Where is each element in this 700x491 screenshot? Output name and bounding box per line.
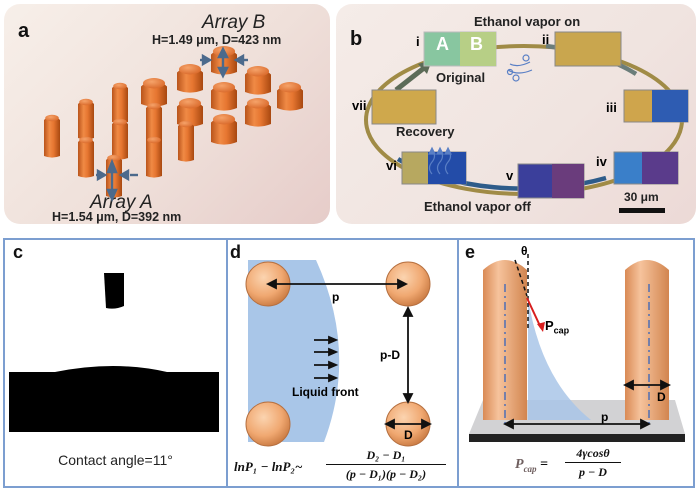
pillar-array-diagram [44,46,303,202]
recovery-label: Recovery [396,124,455,139]
region-b-label: B [470,34,483,54]
equation-lhs: lnP₁ − lnP₂~ [234,459,303,474]
droplet-substrate [9,366,219,432]
stage-label-iv: iv [596,154,607,169]
equation-lhs: Pcap = [515,457,549,474]
cycle-diagram [364,31,689,213]
divider-c-d [226,238,228,488]
equation-numerator: D₂ − D₁ [366,448,406,462]
stage-iii-image [623,89,689,123]
centerlines [504,284,650,428]
flow-arrows [314,335,339,383]
panel-c-label: c [13,242,24,262]
equation-denominator: p − D [579,465,607,479]
original-label: Original [436,70,486,85]
pillar [177,98,203,127]
pillar [211,82,237,111]
pillar [146,102,162,144]
stage-label-vii: vii [352,98,367,113]
fraction-bar [326,464,446,465]
stage-i-image [423,31,497,67]
panel-c: c Contact angle=11° [5,240,226,486]
diameter-label: D [657,390,666,404]
equation-denominator: (p − D₁)(p − D₂) [345,467,427,481]
contact-angle-image [9,273,219,432]
panel-d-label: d [230,242,241,262]
panel-b-label: b [350,28,363,50]
pitch-label: p [332,290,340,304]
pillar [112,82,128,124]
pillar-bottom-left [245,401,291,447]
array-a-title: Array A [90,192,153,213]
stage-label-iii: iii [606,100,617,115]
pillar [78,98,94,140]
gap-label: p-D [380,348,400,362]
liquid-front-label: Liquid front [292,385,359,399]
stage-label-vi: vi [386,158,397,173]
vapor-rising-icon [428,146,452,175]
stage-v-image [517,163,585,199]
pillar [44,114,60,158]
vapor-swirl-icon [506,54,533,82]
substrate-base [469,434,685,442]
panel-b: b Ethanol vapor on A B Original Recovery… [336,4,696,224]
pitch-label: p [601,410,609,424]
pillar [277,82,303,111]
stage-vi-image [401,151,467,185]
stage-ii-image [554,31,622,67]
fraction-bar [565,462,621,463]
scale-bar [619,208,665,213]
panel-d: d p p-D D Liquid front lnP₁ − lnP₂~ D₂ −… [228,240,457,486]
pillar [78,136,94,178]
pillar [112,118,128,160]
divider-d-e [457,238,459,488]
vapor-off-caption: Ethanol vapor off [424,199,531,214]
stage-label-v: v [506,168,514,183]
pillar [211,114,237,145]
stage-vii-image [371,89,437,125]
pillar [177,64,203,93]
array-b-title: Array B [202,12,266,33]
panel-a-label: a [18,20,30,42]
array-b-params: H=1.49 μm, D=423 nm [152,33,282,47]
contact-angle-caption: Contact angle=11° [58,452,173,468]
bottom-row-frame [3,238,695,488]
region-a-label: A [436,34,449,54]
pillar [146,136,162,178]
stage-iv-image [613,151,679,185]
panel-a: a Array B H=1.49 μm, D=423 nm Array A H=… [4,4,330,224]
vapor-on-caption: Ethanol vapor on [474,14,581,29]
stage-label-i: i [416,34,420,49]
scale-bar-label: 30 μm [624,190,659,204]
equation-numerator: 4γcosθ [576,446,610,460]
theta-label: θ [521,244,528,258]
pillar [245,98,271,127]
meniscus [528,298,591,420]
array-a-params: H=1.54 μm, D=392 nm [52,210,182,224]
capillary-pressure-diagram [469,254,685,442]
panel-e: e θ Pcap D p Pcap = 4γcosθ p − D [459,240,695,486]
pcap-arrow [526,297,542,329]
needle [104,273,124,309]
pillar [141,78,167,107]
pillar-right [625,260,669,420]
panel-e-label: e [465,242,476,262]
liquid-front-diagram [245,260,433,447]
stage-label-ii: ii [542,32,550,47]
diameter-label: D [404,428,413,442]
pillar [178,120,194,162]
pillar [245,66,271,95]
angle-guides [514,254,529,330]
dimension-arrows [96,46,248,202]
pcap-label: Pcap [545,318,570,336]
